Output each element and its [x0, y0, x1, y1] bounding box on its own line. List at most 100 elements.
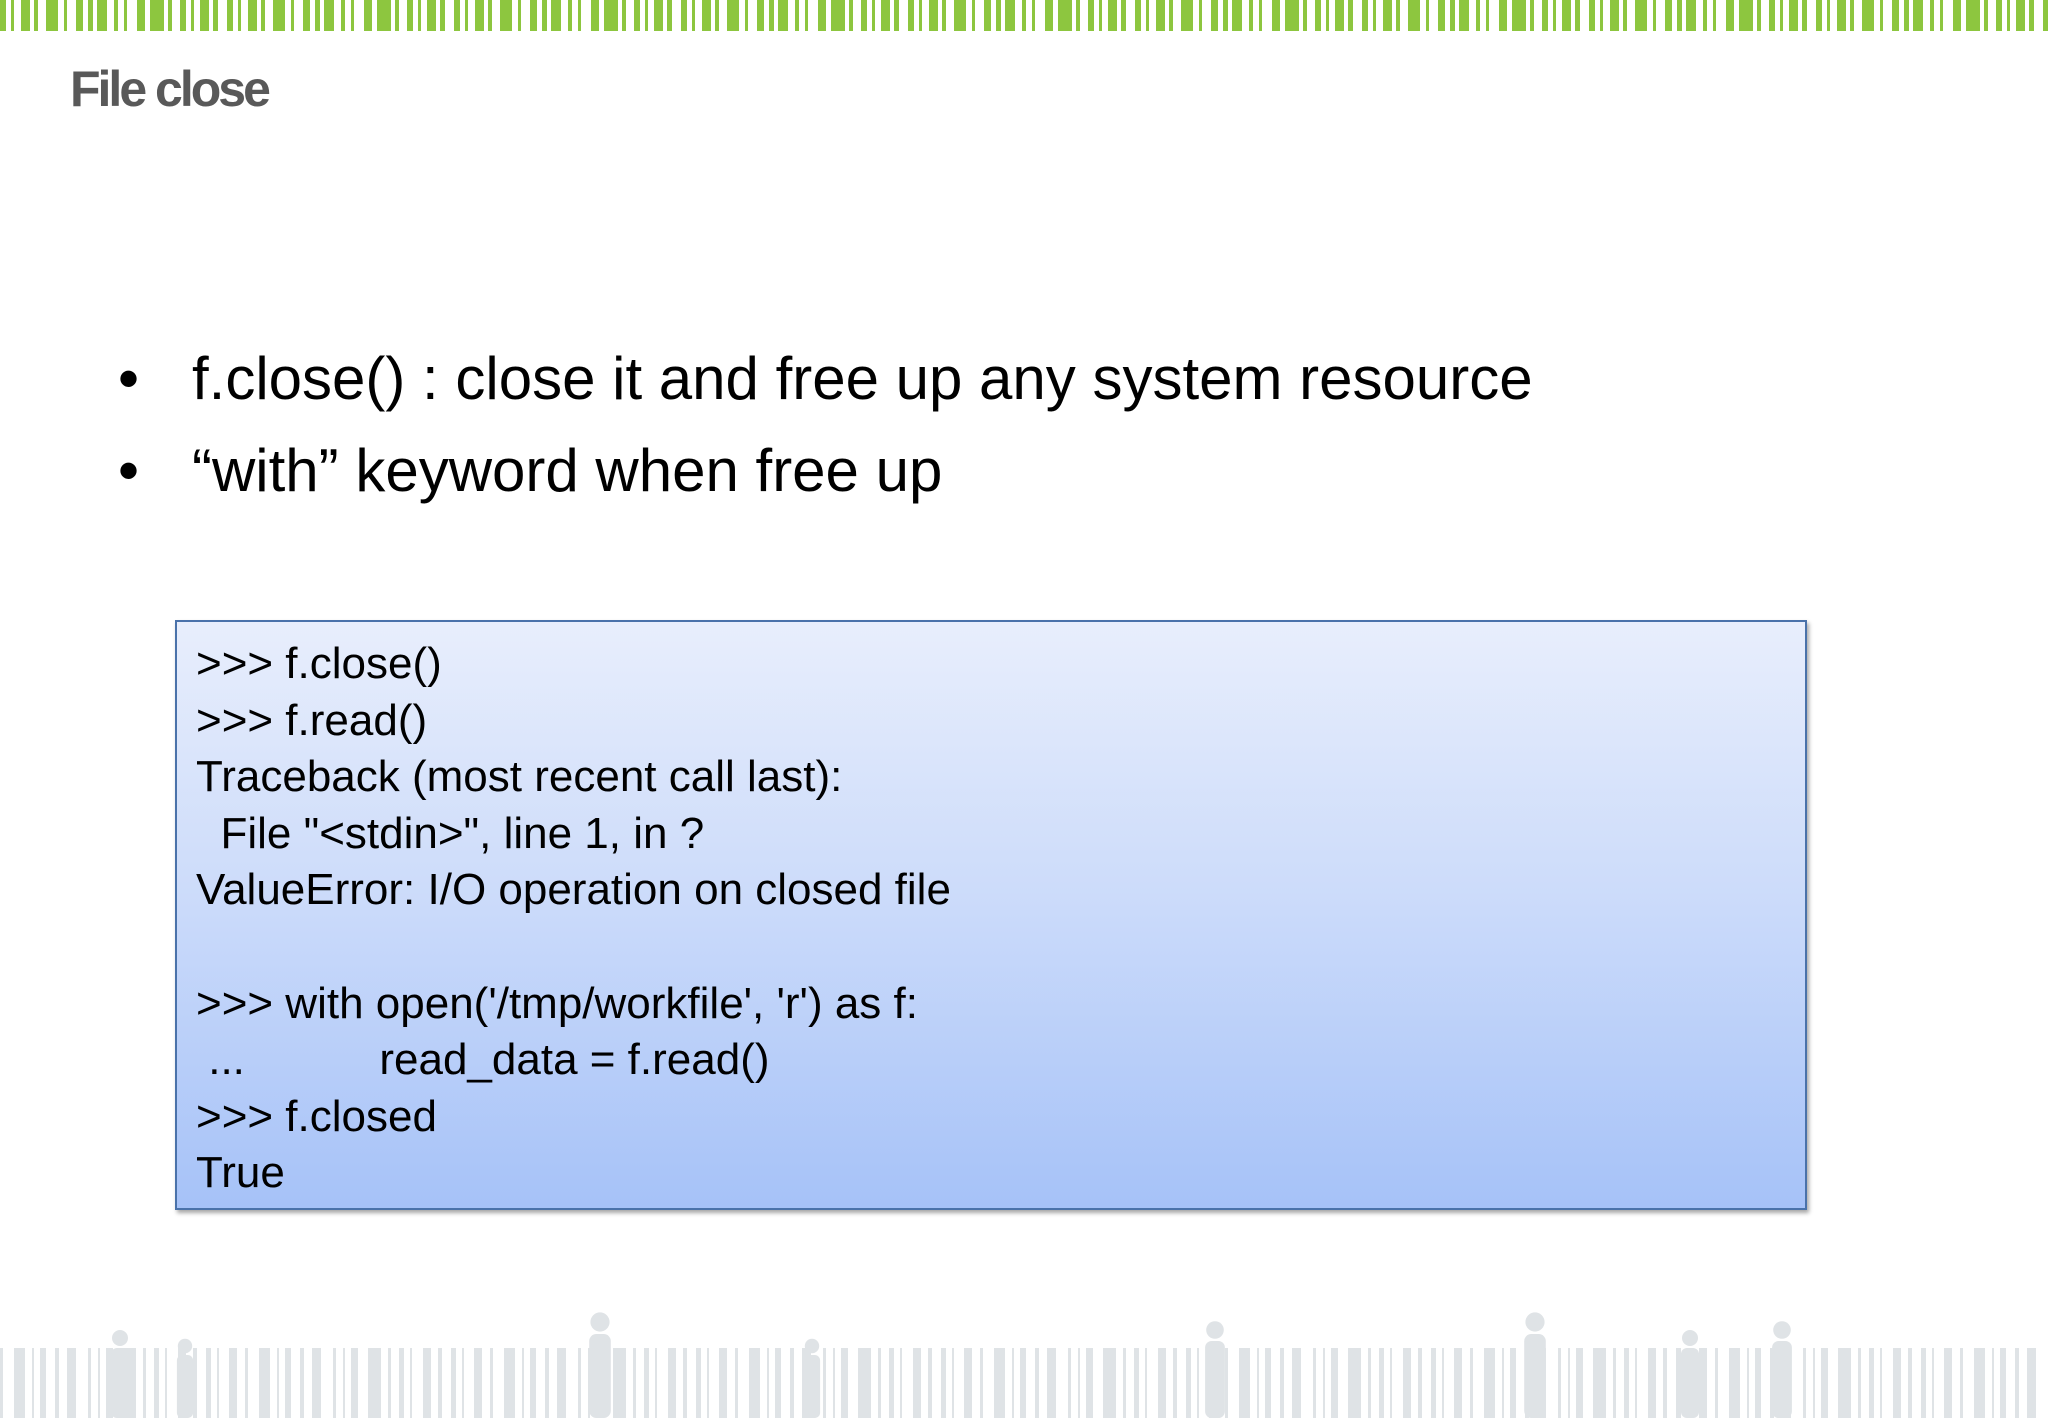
- top-stripe: [1802, 0, 1807, 31]
- bottom-stripe: [388, 1348, 391, 1418]
- bottom-stripe: [504, 1348, 515, 1418]
- bottom-stripe: [823, 1348, 826, 1418]
- bottom-stripe: [833, 1348, 835, 1418]
- bottom-stripe: [300, 1348, 304, 1418]
- top-stripe: [291, 0, 294, 31]
- top-stripe: [200, 0, 209, 31]
- bottom-stripe: [1047, 1348, 1056, 1418]
- bottom-stripe: [1086, 1348, 1093, 1418]
- top-stripe: [427, 0, 436, 31]
- bottom-stripe: [229, 1348, 237, 1418]
- top-stripe: [1880, 0, 1883, 31]
- bullet-item: • “with” keyword when free up: [118, 430, 1533, 522]
- bottom-stripe: [277, 1348, 279, 1418]
- top-stripe: [1438, 0, 1445, 31]
- top-stripe: [1610, 0, 1619, 31]
- top-stripe: [654, 0, 663, 31]
- bottom-stripe: [40, 1348, 46, 1418]
- bottom-stripe: [1134, 1348, 1139, 1418]
- top-stripe: [1362, 0, 1368, 31]
- bottom-stripe: [1869, 1348, 1874, 1418]
- top-stripe: [1713, 0, 1716, 31]
- top-stripe: [745, 0, 748, 31]
- bottom-stripe: [707, 1348, 709, 1418]
- top-stripe: [273, 0, 285, 31]
- bottom-stripe: [245, 1348, 248, 1418]
- top-stripe: [1486, 0, 1489, 31]
- bottom-stripe: [55, 1348, 59, 1418]
- top-stripe: [1232, 0, 1242, 31]
- bottom-stripe: [1173, 1348, 1177, 1418]
- bottom-stripe: [0, 1348, 3, 1418]
- bottom-stripe: [1020, 1348, 1026, 1418]
- bottom-stripe: [749, 1348, 760, 1418]
- top-stripe: [465, 0, 468, 31]
- bottom-stripe: [1484, 1348, 1495, 1418]
- person-silhouette-icon: [589, 1312, 611, 1418]
- bottom-stripe: [2027, 1348, 2036, 1418]
- top-stripe: [1045, 0, 1053, 31]
- bottom-stripe: [633, 1348, 636, 1418]
- top-stripe: [1862, 0, 1874, 31]
- top-stripe: [1953, 0, 1961, 31]
- bottom-stripe: [1502, 1348, 1504, 1418]
- bottom-stripe: [206, 1348, 211, 1418]
- top-stripe: [1739, 0, 1753, 31]
- top-stripe: [341, 0, 345, 31]
- bottom-stripe: [1593, 1348, 1606, 1418]
- code-example-box: >>> f.close() >>> f.read() Traceback (mo…: [175, 620, 1807, 1210]
- bottom-stripe: [1880, 1348, 1882, 1418]
- top-stripe: [1542, 0, 1548, 31]
- top-stripe: [1335, 0, 1344, 31]
- bottom-stripe: [1442, 1348, 1444, 1418]
- bottom-stripe: [668, 1348, 676, 1418]
- bottom-stripe: [410, 1348, 412, 1418]
- top-stripe: [1757, 0, 1761, 31]
- top-stripe: [1032, 0, 1035, 31]
- bottom-stripe: [368, 1348, 381, 1418]
- top-stripe: [1326, 0, 1329, 31]
- top-stripe: [303, 0, 310, 31]
- top-stripe: [1169, 0, 1173, 31]
- top-stripe: [1769, 0, 1775, 31]
- top-stripe: [1348, 0, 1353, 31]
- top-stripe: [715, 0, 719, 31]
- top-stripe: [667, 0, 672, 31]
- bottom-stripe: [1186, 1348, 1191, 1418]
- top-stripe: [591, 0, 599, 31]
- bottom-stripe: [1418, 1348, 1422, 1418]
- top-stripe: [795, 0, 799, 31]
- top-stripe: [261, 0, 265, 31]
- top-stripe: [1459, 0, 1469, 31]
- bottom-stripe: [1068, 1348, 1071, 1418]
- bottom-stripe: [889, 1348, 894, 1418]
- bottom-stripe: [1576, 1348, 1583, 1418]
- top-stripe: [488, 0, 492, 31]
- top-stripe: [150, 0, 164, 31]
- code-line: File "<stdin>", line 1, in ?: [196, 808, 705, 858]
- top-stripe: [1135, 0, 1141, 31]
- code-line: True: [196, 1148, 285, 1198]
- bottom-stripe: [333, 1348, 336, 1418]
- bottom-stripe: [1035, 1348, 1039, 1418]
- code-line: ... read_data = f.read(): [196, 1035, 770, 1085]
- top-stripe: [1562, 0, 1571, 31]
- top-stripe: [324, 0, 334, 31]
- top-stripe: [88, 0, 93, 31]
- bottom-stripe: [1239, 1348, 1250, 1418]
- bottom-stripe: [1078, 1348, 1080, 1418]
- top-stripe: [757, 0, 764, 31]
- top-stripe: [137, 0, 145, 31]
- top-stripe: [1940, 0, 1943, 31]
- top-stripe: [46, 0, 58, 31]
- bottom-stripe: [2015, 1348, 2019, 1418]
- bottom-stripe: [941, 1348, 946, 1418]
- bottom-stripe: [399, 1348, 404, 1418]
- top-stripe: [1181, 0, 1193, 31]
- top-stripe: [213, 0, 218, 31]
- bottom-stripe: [1292, 1348, 1301, 1418]
- bottom-stripe: [1729, 1348, 1740, 1418]
- bottom-stripe: [1908, 1348, 1912, 1418]
- top-stripe: [1249, 0, 1253, 31]
